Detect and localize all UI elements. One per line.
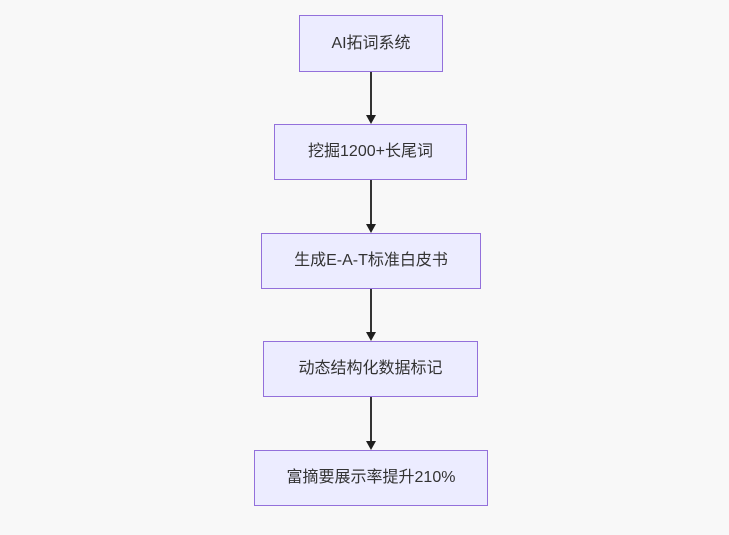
flowchart-node-rich-snippet-result: 富摘要展示率提升210% bbox=[254, 450, 488, 506]
arrow-down-icon bbox=[366, 289, 376, 341]
arrowhead bbox=[366, 441, 376, 450]
node-label: 动态结构化数据标记 bbox=[298, 360, 443, 377]
arrow-down-icon bbox=[366, 180, 376, 233]
flowchart-edge-c-d bbox=[364, 289, 378, 341]
flowchart-node-structured-data: 动态结构化数据标记 bbox=[263, 341, 478, 397]
arrowhead bbox=[366, 224, 376, 233]
flowchart-node-eat-whitepaper: 生成E-A-T标准白皮书 bbox=[261, 233, 481, 289]
node-label: 挖掘1200+长尾词 bbox=[308, 143, 433, 160]
arrowhead bbox=[366, 332, 376, 341]
flowchart-edge-a-b bbox=[364, 72, 378, 124]
flowchart-node-longtail-keywords: 挖掘1200+长尾词 bbox=[274, 124, 467, 180]
flowchart-edge-b-c bbox=[364, 180, 378, 233]
arrow-down-icon bbox=[366, 397, 376, 450]
arrow-down-icon bbox=[366, 72, 376, 124]
flowchart-edge-d-e bbox=[364, 397, 378, 450]
node-label: AI拓词系统 bbox=[331, 34, 411, 52]
node-label: 富摘要展示率提升210% bbox=[286, 469, 456, 486]
node-label: 生成E-A-T标准白皮书 bbox=[294, 252, 448, 269]
arrowhead bbox=[366, 115, 376, 124]
flowchart-node-ai-system: AI拓词系统 bbox=[299, 15, 443, 72]
